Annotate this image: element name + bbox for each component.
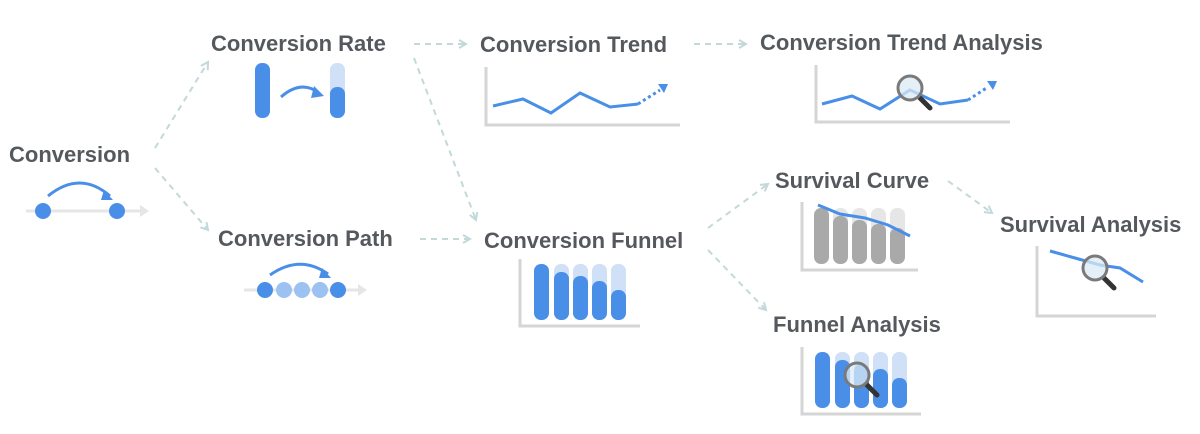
node-conversion-label: Conversion [9, 142, 131, 167]
node-survival-curve-label: Survival Curve [775, 168, 930, 193]
edge-conversion-to-rate [154, 62, 208, 149]
edge-rate-to-funnel [413, 57, 476, 220]
node-survival-analysis-label: Survival Analysis [1000, 212, 1182, 237]
edge-funnel-to-survival-curve [707, 184, 768, 229]
edge-survival-curve-to-survival-analysis [947, 180, 992, 213]
magnifier-icon [843, 361, 880, 398]
node-conversion-rate-label: Conversion Rate [211, 31, 386, 56]
node-funnel-analysis-label: Funnel Analysis [773, 312, 941, 337]
edge-funnel-to-funnel-analysis [707, 249, 766, 310]
node-conversion-trend-analysis-label: Conversion Trend Analysis [760, 30, 1043, 55]
node-conversion-funnel-label: Conversion Funnel [484, 228, 684, 253]
magnifier-icon [1081, 254, 1117, 291]
node-conversion-trend-label: Conversion Trend [480, 32, 668, 57]
node-conversion-path-label: Conversion Path [218, 226, 393, 251]
magnifier-icon [896, 74, 933, 111]
edge-conversion-to-path [154, 167, 208, 230]
